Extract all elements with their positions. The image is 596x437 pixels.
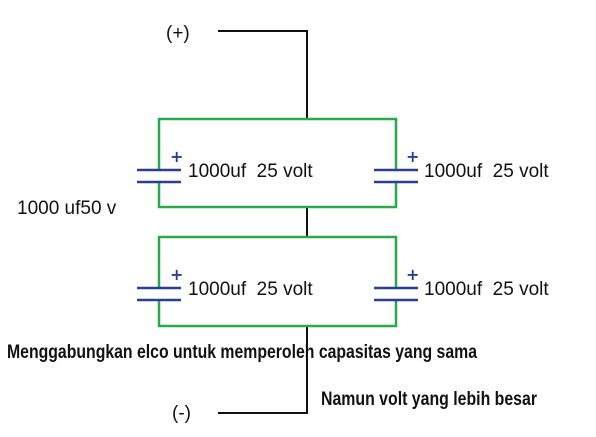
capacitor-3-polarity: + xyxy=(170,265,183,284)
upper-group-top-wire xyxy=(157,117,398,170)
negative-lead-wire xyxy=(218,326,308,414)
lower-parallel-group: + + xyxy=(137,235,419,328)
lower-group-top-wire xyxy=(157,235,398,288)
capacitor-4: + xyxy=(374,265,419,302)
capacitor-1: + xyxy=(137,147,183,184)
caption-line-1: Menggabungkan elco untuk memperoleh capa… xyxy=(7,342,477,363)
equivalent-capacitance-label: 1000 uf50 v xyxy=(17,198,117,219)
capacitor-1-polarity: + xyxy=(170,147,183,166)
capacitor-4-label: 1000uf 25 volt xyxy=(424,279,549,300)
capacitor-3-label: 1000uf 25 volt xyxy=(188,279,313,300)
caption-line-2: Namun volt yang lebih besar xyxy=(321,389,538,410)
upper-group-bottom-wire xyxy=(157,182,398,209)
positive-lead-wire xyxy=(218,30,308,119)
main-wires xyxy=(218,30,308,414)
upper-parallel-group: + + xyxy=(137,117,419,209)
positive-terminal-label: (+) xyxy=(166,23,190,44)
capacitor-2-polarity: + xyxy=(406,147,419,166)
capacitor-2: + xyxy=(374,147,419,184)
capacitor-4-polarity: + xyxy=(406,265,419,284)
capacitor-3: + xyxy=(137,265,183,302)
capacitor-2-label: 1000uf 25 volt xyxy=(424,161,549,182)
negative-terminal-label: (-) xyxy=(172,403,191,424)
lower-group-bottom-wire xyxy=(157,300,398,328)
capacitor-1-label: 1000uf 25 volt xyxy=(188,161,313,182)
